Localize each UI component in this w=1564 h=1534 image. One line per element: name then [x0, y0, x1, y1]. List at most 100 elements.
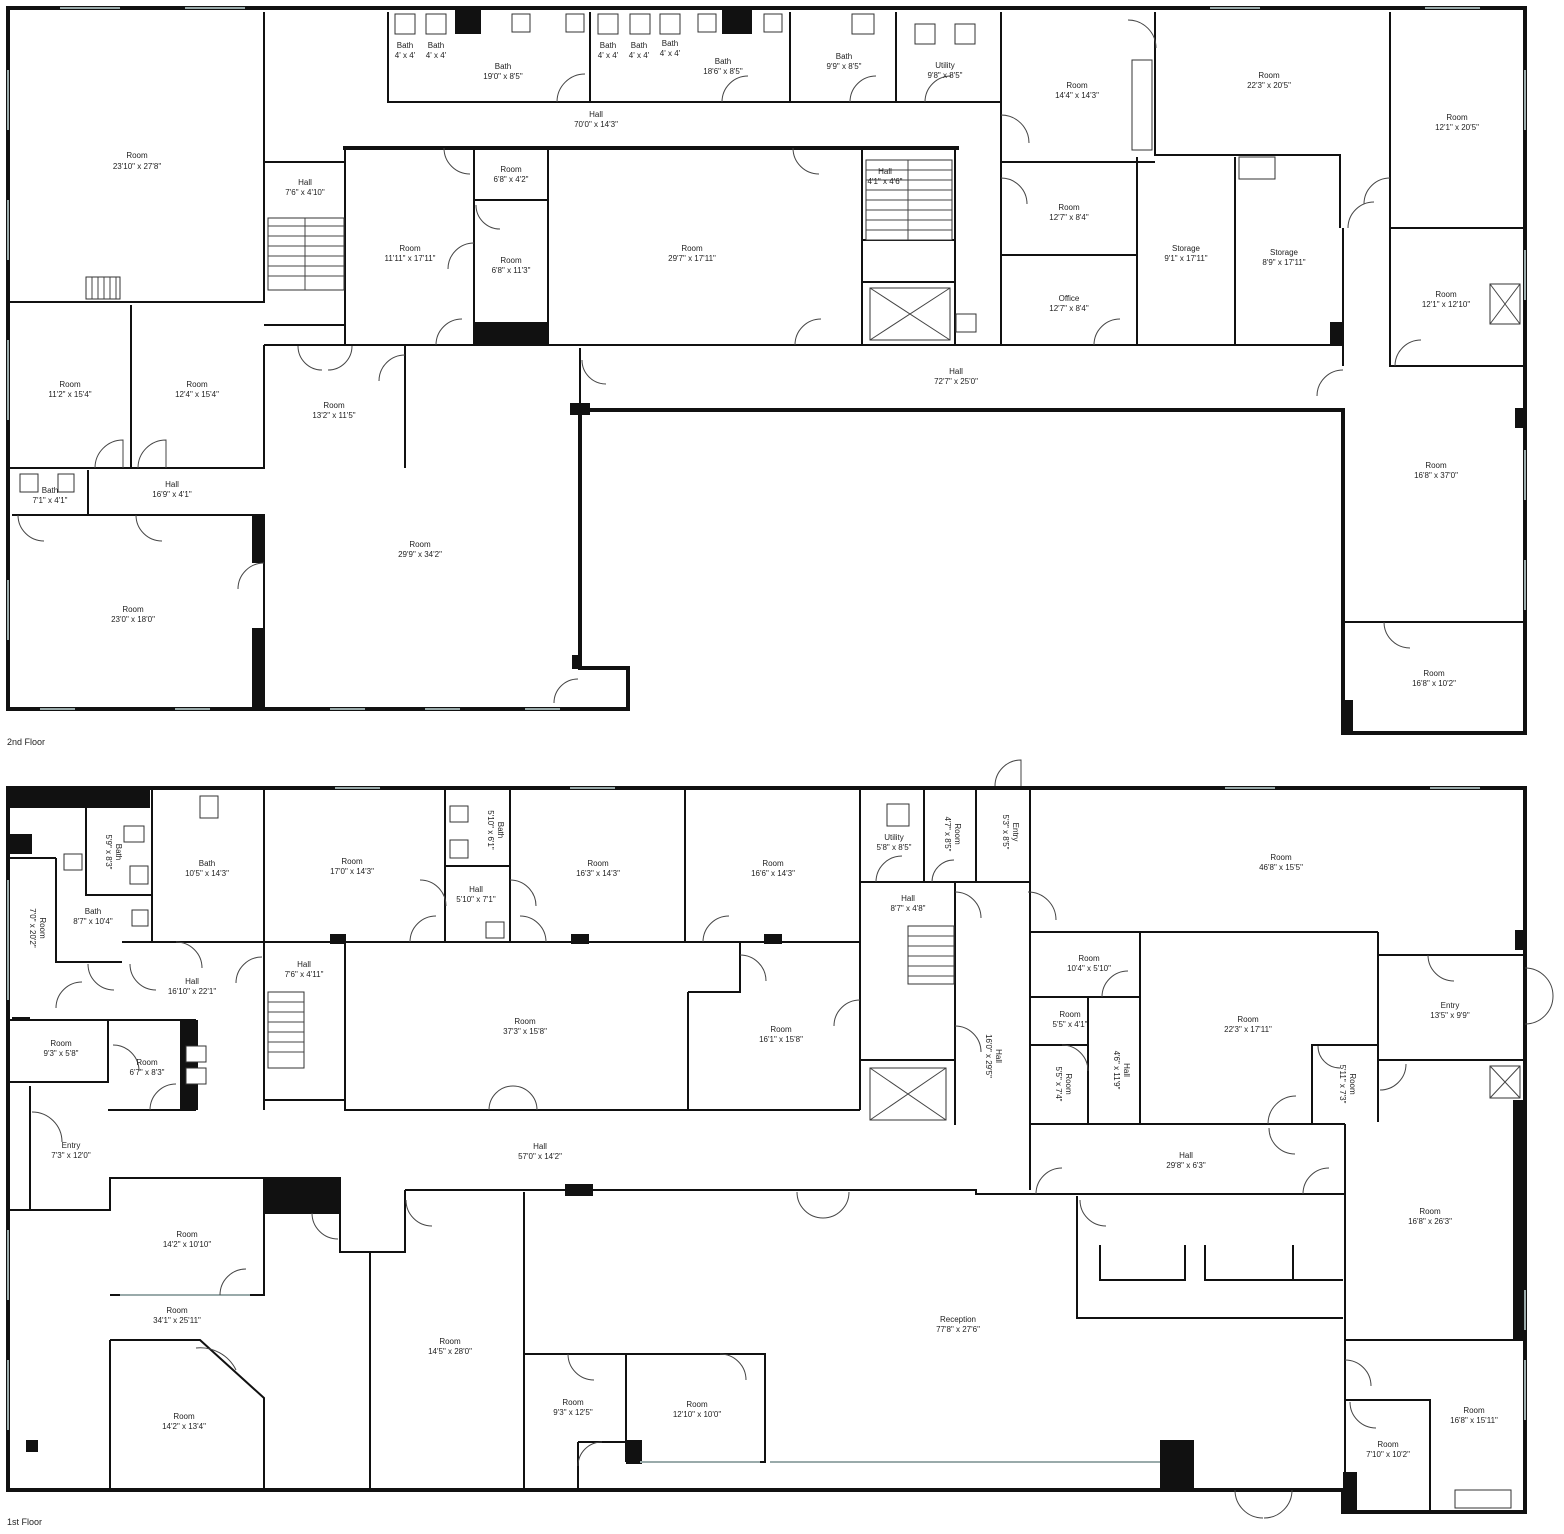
room-label: Room [1059, 1010, 1081, 1019]
room-label: Room [122, 605, 144, 614]
room-label: Storage [1172, 244, 1201, 253]
room-dimension: 14'2" x 10'10" [163, 1240, 211, 1249]
room-label: Hall [469, 885, 483, 894]
stairs [267, 925, 955, 1069]
room-label: Room [173, 1412, 195, 1421]
room-dimension: 4' x 4' [395, 51, 416, 60]
room-dimension: 46'8" x 15'5" [1259, 863, 1303, 872]
room-label: Bath [662, 39, 678, 48]
room-dimension: 4'7" x 8'5" [943, 817, 952, 852]
room-label: Room [126, 151, 148, 160]
windows [7, 787, 1526, 1463]
outer-wall [6, 6, 1527, 735]
room-label: Room [399, 244, 421, 253]
room-label: Hall [949, 367, 963, 376]
room-label: Room [1435, 290, 1457, 299]
room-label: Hall [185, 977, 199, 986]
room-dimension: 9'9" x 8'5" [827, 62, 862, 71]
room-dimension: 37'3" x 15'8" [503, 1027, 547, 1036]
room-dimension: 14'5" x 28'0" [428, 1347, 472, 1356]
room-label: Room [762, 859, 784, 868]
room-label: Room [770, 1025, 792, 1034]
room-dimension: 12'7" x 8'4" [1049, 213, 1089, 222]
room-label: Room [1423, 669, 1445, 678]
room-label: Room [1463, 1406, 1485, 1415]
outer-wall [6, 786, 1527, 1514]
room-dimension: 14'4" x 14'3" [1055, 91, 1099, 100]
room-label: Bath [631, 41, 647, 50]
room-dimension: 22'3" x 17'11" [1224, 1025, 1272, 1034]
room-label: Hall [533, 1142, 547, 1151]
room-label: Storage [1270, 248, 1299, 257]
room-dimension: 13'5" x 9'9" [1430, 1011, 1470, 1020]
room-dimension: 12'1" x 20'5" [1435, 123, 1479, 132]
room-label: Room [38, 917, 47, 939]
room-dimension: 19'0" x 8'5" [483, 72, 523, 81]
room-labels: Room 23'10" x 27'8" Bath 4' x 4' Bath 4'… [33, 39, 1480, 688]
room-dimension: 9'1" x 17'11" [1164, 254, 1207, 263]
fixtures [63, 795, 1512, 1509]
room-dimension: 4'1" x 4'6" [868, 177, 903, 186]
room-label: Hall [1179, 1151, 1193, 1160]
room-dimension: 10'5" x 14'3" [185, 869, 229, 878]
room-dimension: 6'8" x 4'2" [494, 175, 529, 184]
room-dimension: 16'8" x 37'0" [1414, 471, 1458, 480]
room-label: Room [953, 823, 962, 845]
room-label: Room [1425, 461, 1447, 470]
room-label: Bath [42, 486, 58, 495]
room-label: Hall [994, 1049, 1003, 1063]
first-floor-plan: Bath 5'9" x 8'3" Bath 8'7" x 10'4" Room … [6, 759, 1554, 1527]
room-label: Hall [589, 110, 603, 119]
room-dimension: 5'10" x 7'1" [456, 895, 496, 904]
room-label: Room [341, 857, 363, 866]
room-label: Hall [165, 480, 179, 489]
room-dimension: 70'0" x 14'3" [574, 120, 618, 129]
room-dimension: 16'8" x 15'11" [1450, 1416, 1498, 1425]
room-label: Bath [715, 57, 731, 66]
room-dimension: 57'0" x 14'2" [518, 1152, 562, 1161]
room-dimension: 12'10" x 10'0" [673, 1410, 721, 1419]
room-label: Reception [940, 1315, 976, 1324]
wall-blocks [252, 10, 1525, 732]
room-dimension: 9'3" x 12'5" [553, 1408, 593, 1417]
room-label: Room [166, 1306, 188, 1315]
room-label: Room [1446, 113, 1468, 122]
room-label: Entry [1441, 1001, 1460, 1010]
room-label: Room [50, 1039, 72, 1048]
room-label: Room [1270, 853, 1292, 862]
room-label: Room [1078, 954, 1100, 963]
room-label: Hall [878, 167, 892, 176]
room-dimension: 16'6" x 14'3" [751, 869, 795, 878]
room-dimension: 4' x 4' [426, 51, 447, 60]
second-floor-plan: Room 23'10" x 27'8" Bath 4' x 4' Bath 4'… [6, 6, 1527, 747]
room-dimension: 5'5" x 4'1" [1053, 1020, 1088, 1029]
room-dimension: 16'0" x 29'5" [984, 1034, 993, 1078]
elevator [869, 283, 1521, 341]
room-label: Bath [496, 822, 505, 838]
room-label: Room [1058, 203, 1080, 212]
floor-label: 2nd Floor [7, 737, 45, 747]
room-dimension: 7'0" x 20'2" [28, 908, 37, 948]
room-labels: Bath 5'9" x 8'3" Bath 8'7" x 10'4" Room … [28, 810, 1498, 1459]
room-dimension: 16'8" x 10'2" [1412, 679, 1456, 688]
room-label: Room [1377, 1440, 1399, 1449]
room-dimension: 29'8" x 6'3" [1166, 1161, 1206, 1170]
room-label: Room [136, 1058, 158, 1067]
room-dimension: 17'0" x 14'3" [330, 867, 374, 876]
room-label: Bath [199, 859, 215, 868]
room-dimension: 9'8" x 8'5" [928, 71, 963, 80]
room-dimension: 29'9" x 34'2" [398, 550, 442, 559]
room-dimension: 4' x 4' [660, 49, 681, 58]
room-label: Utility [935, 61, 955, 70]
room-label: Bath [428, 41, 444, 50]
room-dimension: 16'9" x 4'1" [152, 490, 192, 499]
room-dimension: 6'7" x 8'3" [130, 1068, 165, 1077]
room-dimension: 4'6" x 11'9" [1112, 1051, 1121, 1090]
room-label: Room [686, 1400, 708, 1409]
room-dimension: 13'2" x 11'5" [312, 411, 355, 420]
room-label: Bath [495, 62, 511, 71]
room-dimension: 7'10" x 10'2" [1366, 1450, 1410, 1459]
doors [17, 19, 1422, 704]
room-dimension: 5'3" x 8'5" [1001, 815, 1010, 850]
